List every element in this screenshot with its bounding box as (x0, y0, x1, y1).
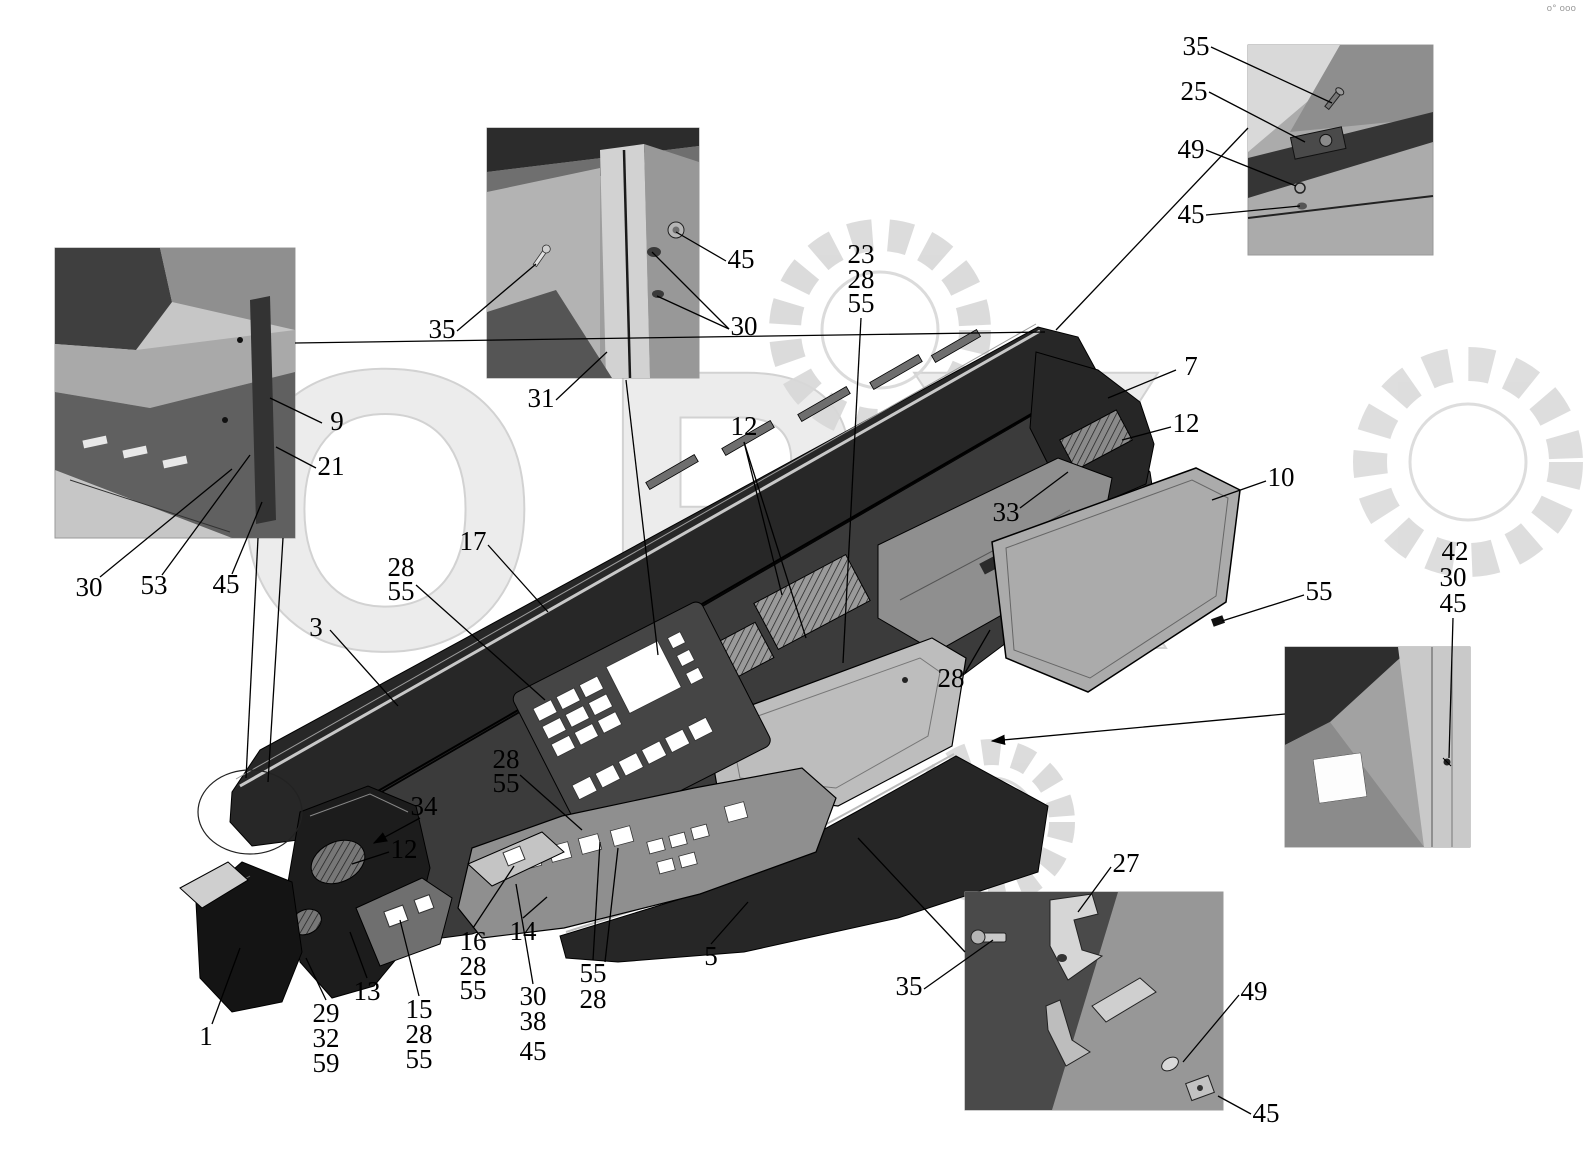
callout-28: 28 (388, 552, 415, 582)
switch-bracket (355, 877, 453, 967)
callout-25: 25 (1181, 76, 1208, 106)
callout-38: 38 (520, 1006, 547, 1036)
callout-labels: 35 25 49 45 45 30 35 31 9 21 30 53 45 23… (76, 31, 1469, 1128)
inset-top-left (54, 247, 296, 539)
callout-12: 12 (391, 834, 418, 864)
main-illustration (179, 323, 1241, 1013)
highlight-ellipse (197, 769, 303, 855)
callout-21: 21 (318, 451, 345, 481)
speaker-grille (310, 839, 366, 885)
callout-35: 35 (896, 971, 923, 1001)
callout-45: 45 (1178, 199, 1205, 229)
callout-45: 45 (1440, 588, 1467, 618)
callout-32: 32 (313, 1023, 340, 1053)
callout-55: 55 (460, 975, 487, 1005)
callout-55: 55 (848, 288, 875, 318)
callout-55: 55 (1306, 576, 1333, 606)
callout-45: 45 (728, 244, 755, 274)
callout-45: 45 (1253, 1098, 1280, 1128)
screw-icon (970, 929, 1007, 945)
callout-17: 17 (460, 526, 487, 556)
defroster-slots (645, 328, 982, 491)
inset-top-center (486, 127, 700, 379)
callout-35: 35 (1183, 31, 1210, 61)
callout-55: 55 (493, 768, 520, 798)
screw-icon (1324, 87, 1345, 111)
callout-5: 5 (704, 941, 718, 971)
instrument-cluster-panel (512, 601, 771, 838)
callout-23: 23 (848, 239, 875, 269)
inset-bottom-right (964, 891, 1224, 1111)
side-bracket (467, 831, 565, 887)
callout-30: 30 (731, 311, 758, 341)
callout-55: 55 (406, 1044, 433, 1074)
callout-33: 33 (993, 497, 1020, 527)
callout-29: 29 (313, 998, 340, 1028)
glove-box-door (991, 467, 1241, 693)
callout-27: 27 (1113, 848, 1140, 878)
callout-49: 49 (1241, 976, 1268, 1006)
callout-28: 28 (580, 984, 607, 1014)
inset-top-right (1247, 44, 1434, 256)
callout-59: 59 (313, 1048, 340, 1078)
callout-45: 45 (213, 569, 240, 599)
callout-42: 42 (1442, 536, 1469, 566)
callout-16: 16 (460, 926, 487, 956)
callout-28: 28 (938, 663, 965, 693)
inset-right-middle (1284, 646, 1471, 848)
callout-14: 14 (510, 916, 538, 946)
callout-28: 28 (848, 264, 875, 294)
callout-28: 28 (460, 951, 487, 981)
callout-13: 13 (354, 976, 381, 1006)
callout-10: 10 (1268, 462, 1295, 492)
callout-7: 7 (1184, 351, 1198, 381)
callout-45: 45 (520, 1036, 547, 1066)
callout-30: 30 (520, 981, 547, 1011)
small-clip (1210, 615, 1226, 627)
callout-53: 53 (141, 570, 168, 600)
callout-9: 9 (330, 406, 344, 436)
callout-55: 55 (580, 958, 607, 988)
corner-mark: о° ооо (1546, 4, 1576, 14)
callout-35: 35 (429, 314, 456, 344)
callout-30: 30 (76, 572, 103, 602)
callout-31: 31 (528, 383, 555, 413)
callout-34: 34 (411, 791, 439, 821)
callout-3: 3 (309, 612, 323, 642)
callout-12: 12 (1173, 408, 1200, 438)
lower-switch-panel (457, 767, 837, 939)
latch-plate (1289, 126, 1347, 160)
leader-lines (99, 46, 1454, 1115)
callout-55: 55 (388, 576, 415, 606)
callout-1: 1 (199, 1021, 213, 1051)
callout-49: 49 (1178, 134, 1205, 164)
callout-30: 30 (1440, 562, 1467, 592)
callout-15: 15 (406, 994, 433, 1024)
screw-icon (532, 244, 551, 268)
callout-28: 28 (493, 744, 520, 774)
left-lower-cover (179, 861, 303, 1013)
callout-12: 12 (731, 411, 758, 441)
callout-28: 28 (406, 1019, 433, 1049)
